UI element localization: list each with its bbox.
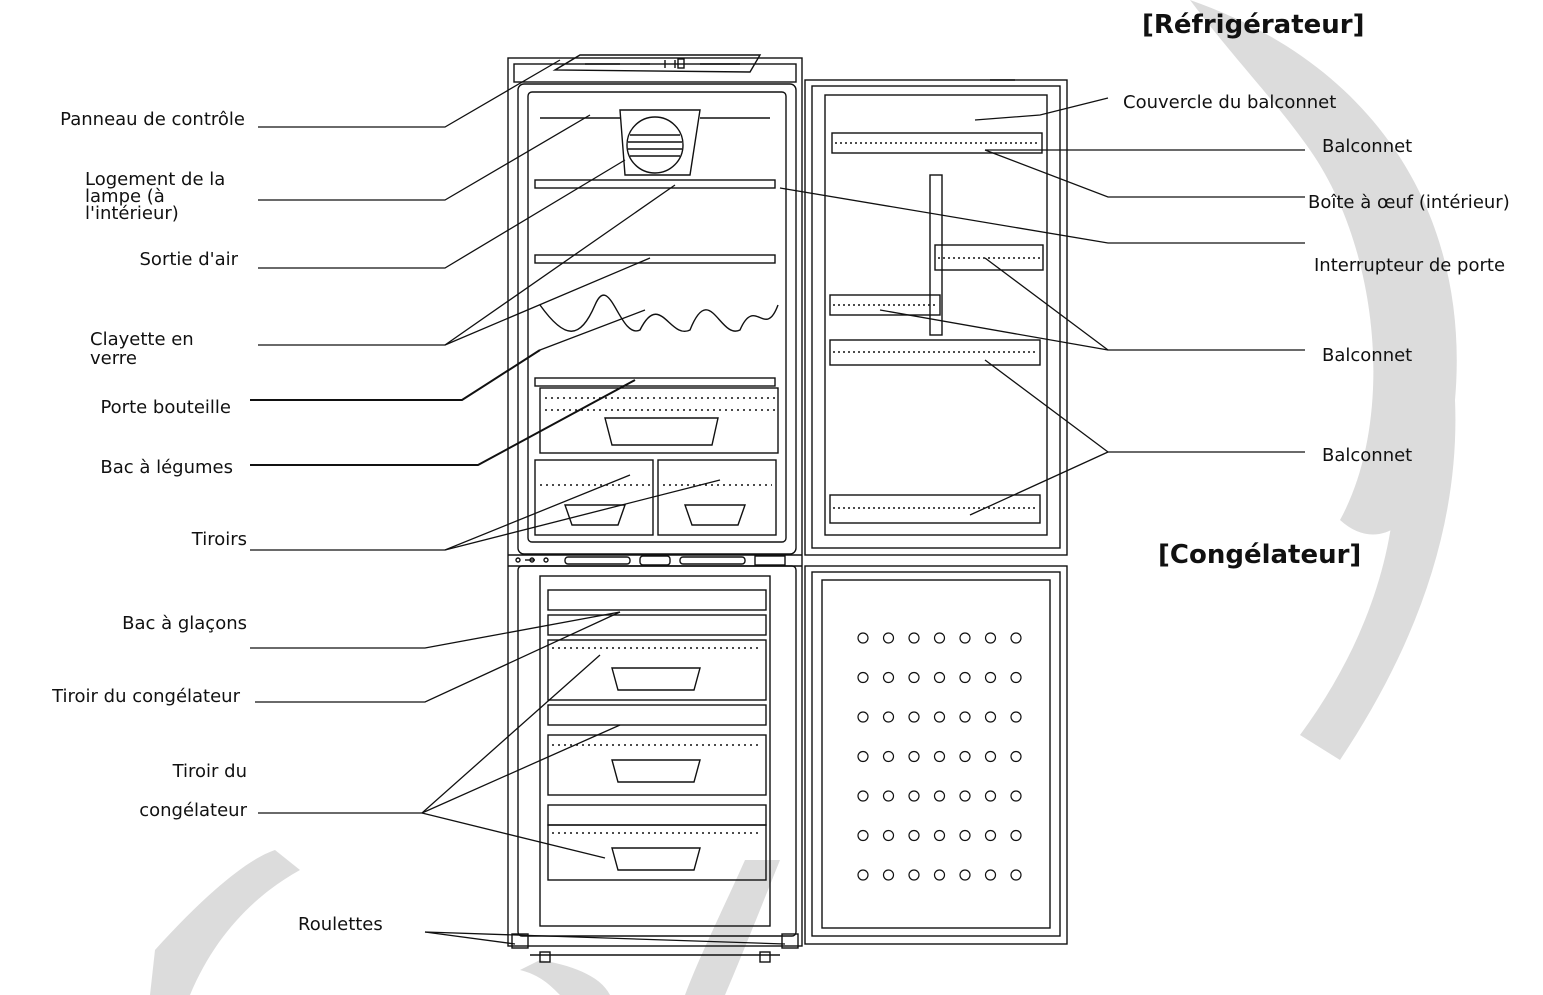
label-lamp-housing-2: lampe (à: [85, 186, 165, 207]
label-ice-tray: Bac à glaçons: [122, 613, 247, 634]
leader-lines: [250, 59, 1305, 945]
lamp-fan: [540, 109, 770, 176]
dimple: [1010, 750, 1022, 763]
dimple: [959, 632, 971, 644]
dimple: [857, 671, 869, 684]
label-door-switch: Interrupteur de porte: [1314, 255, 1506, 276]
dimple: [882, 750, 895, 763]
dimple: [882, 632, 895, 644]
bottle-holder: [539, 294, 779, 333]
label-lamp-housing-1: Logement de la: [85, 169, 226, 190]
dimple: [857, 711, 869, 723]
dimple: [984, 711, 997, 723]
dimple: [959, 829, 971, 842]
watermark: [150, 0, 1457, 995]
label-freezer-drawer-1: Tiroir du congélateur: [52, 686, 240, 707]
dimple: [1010, 869, 1022, 881]
dimple: [984, 632, 997, 644]
dimple: [908, 671, 920, 684]
casters: [511, 933, 799, 963]
label-bottle-holder: Porte bouteille: [100, 397, 231, 418]
dimple: [959, 790, 971, 802]
label-lamp-housing-3: l'intérieur): [85, 203, 179, 224]
dimple: [857, 750, 869, 763]
dimple: [933, 711, 946, 723]
label-control-panel: Panneau de contrôle: [60, 109, 245, 130]
dimple: [908, 750, 920, 763]
label-freezer-drawer-2b: congélateur: [139, 800, 247, 821]
dimple: [984, 671, 997, 684]
dimple: [857, 869, 869, 881]
dimple: [933, 790, 946, 802]
dimple: [959, 671, 971, 684]
dimple: [933, 750, 946, 763]
dimple: [984, 869, 997, 881]
dimple: [1010, 711, 1022, 723]
freezer-door-dimples: [857, 632, 1022, 881]
dimple: [857, 790, 869, 802]
dimple: [1010, 790, 1022, 802]
fridge-door: [804, 79, 1068, 556]
label-casters: Roulettes: [298, 914, 383, 935]
dimple: [882, 671, 895, 684]
dimple: [882, 869, 895, 881]
label-door-rack-1: Balconnet: [1322, 136, 1413, 157]
dimple: [933, 671, 946, 684]
cabinet: [507, 54, 803, 947]
freezer-drawers: [547, 589, 767, 881]
dimple: [933, 829, 946, 842]
fridge-drawers: [534, 459, 777, 536]
dimple: [882, 711, 895, 723]
dimple: [1010, 829, 1022, 842]
dimple: [857, 632, 869, 644]
dimple: [908, 632, 920, 644]
dimple: [984, 790, 997, 802]
label-door-rack-cover: Couvercle du balconnet: [1123, 92, 1337, 113]
dimple: [857, 829, 869, 842]
label-vegetable-bin: Bac à légumes: [100, 457, 233, 478]
label-air-outlet: Sortie d'air: [139, 249, 239, 270]
freezer-door: [804, 565, 1068, 945]
dimple: [882, 829, 895, 842]
dimple: [908, 790, 920, 802]
crisper: [539, 387, 779, 454]
glass-shelves: [534, 179, 776, 387]
dimple: [908, 869, 920, 881]
section-title-freezer: [Congélateur]: [1158, 540, 1362, 570]
dimple: [908, 829, 920, 842]
label-door-rack-2: Balconnet: [1322, 345, 1413, 366]
label-drawers: Tiroirs: [191, 529, 247, 550]
label-freezer-drawer-2a: Tiroir du: [172, 761, 247, 782]
label-door-rack-3: Balconnet: [1322, 445, 1413, 466]
dimple: [1010, 671, 1022, 684]
dimple: [984, 829, 997, 842]
dimple: [1010, 632, 1022, 644]
dimple: [959, 869, 971, 881]
label-egg-box: Boîte à œuf (intérieur): [1308, 192, 1510, 213]
dimple: [908, 711, 920, 723]
dimple: [933, 869, 946, 881]
label-glass-shelf-1: Clayette en: [90, 329, 194, 350]
label-glass-shelf-2: verre: [90, 348, 137, 369]
dimple: [984, 750, 997, 763]
dimple: [882, 790, 895, 802]
section-title-refrigerator: [Réfrigérateur]: [1142, 10, 1365, 40]
dimple: [959, 750, 971, 763]
dimple: [959, 711, 971, 723]
dimple: [933, 632, 946, 644]
